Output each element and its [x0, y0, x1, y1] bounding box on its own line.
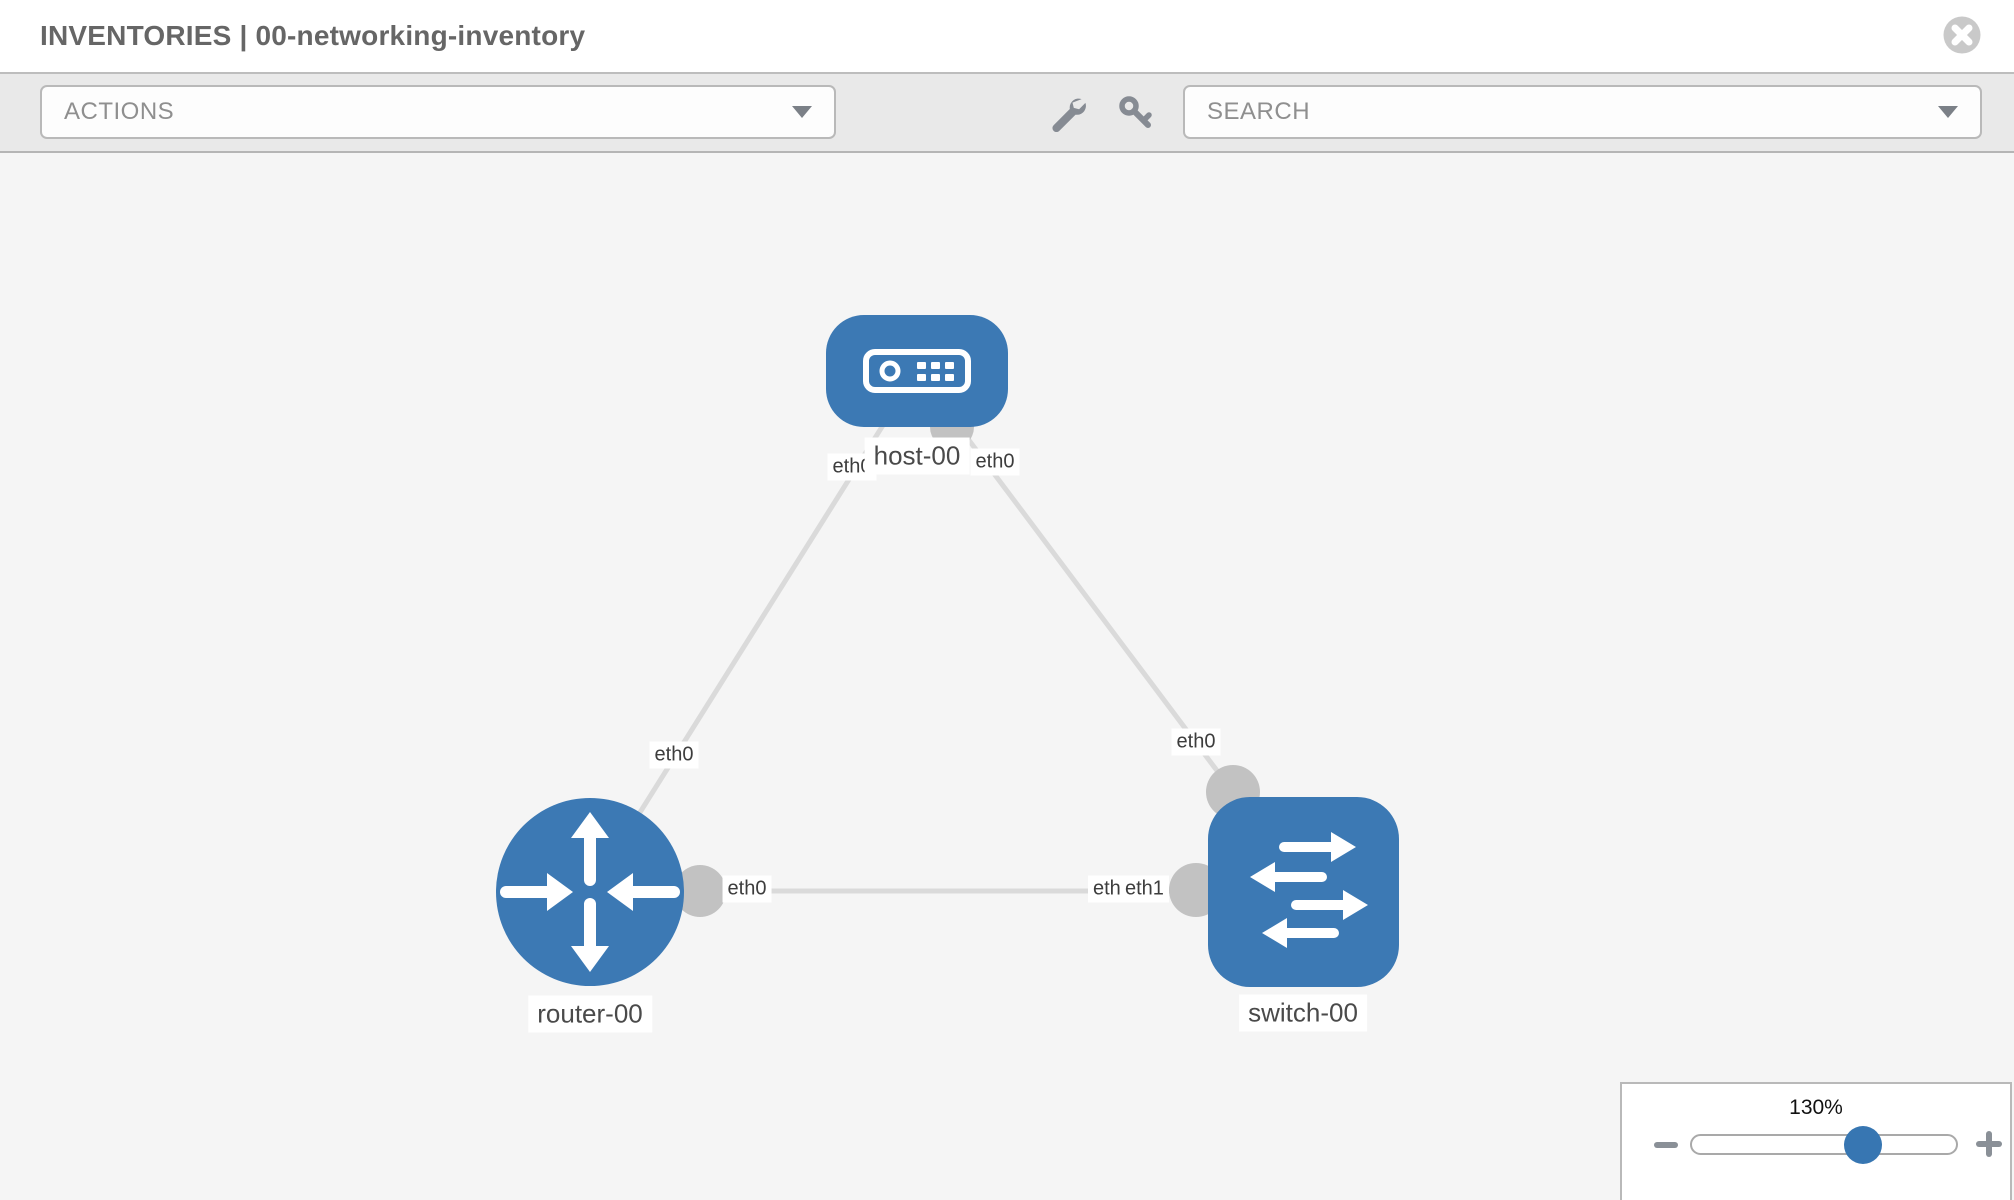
node-switch-00[interactable]: [1208, 797, 1399, 987]
wrench-icon[interactable]: [1048, 94, 1086, 132]
route-arrows-icon: [500, 812, 680, 972]
zoom-in-button[interactable]: [1976, 1131, 2002, 1157]
actions-dropdown[interactable]: ACTIONS: [40, 85, 836, 139]
if-label-router-right: eth0: [722, 875, 772, 903]
chevron-down-icon: [1938, 106, 1958, 118]
interface-dot-router-right[interactable]: [674, 865, 726, 917]
zoom-slider-track[interactable]: [1690, 1134, 1958, 1155]
node-label-host[interactable]: host-00: [864, 437, 970, 475]
server-icon: [863, 349, 971, 393]
if-label-switch-top: eth0: [1171, 728, 1221, 756]
if-label-switch-left-front: eth1: [1120, 875, 1169, 903]
node-label-switch[interactable]: switch-00: [1239, 994, 1367, 1032]
toolbar: ACTIONS SEARCH: [0, 74, 2014, 153]
zoom-out-button[interactable]: [1654, 1142, 1678, 1148]
search-dropdown[interactable]: SEARCH: [1183, 85, 1982, 139]
chevron-down-icon: [792, 106, 812, 118]
node-label-router[interactable]: router-00: [528, 995, 652, 1033]
search-dropdown-label: SEARCH: [1207, 98, 1311, 125]
close-icon[interactable]: [1943, 16, 1981, 54]
topology-canvas[interactable]: host-00 router-00 switch-00 eth0 eth0 et…: [0, 153, 2014, 1200]
if-label-router-top: eth0: [649, 741, 699, 769]
key-icon[interactable]: [1117, 94, 1155, 132]
actions-dropdown-label: ACTIONS: [64, 98, 175, 125]
node-router-00[interactable]: [496, 798, 684, 986]
switch-arrows-icon: [1250, 832, 1368, 948]
node-host-00[interactable]: [826, 315, 1008, 427]
link-host-switch[interactable]: [915, 369, 1235, 794]
window-header: INVENTORIES | 00-networking-inventory: [0, 0, 2014, 74]
page-title: INVENTORIES | 00-networking-inventory: [40, 20, 586, 51]
zoom-level-value: 130%: [1789, 1096, 1843, 1119]
zoom-panel: 130%: [1620, 1082, 2012, 1200]
zoom-slider-handle[interactable]: [1844, 1126, 1882, 1164]
if-label-host-right: eth0: [970, 448, 1020, 476]
